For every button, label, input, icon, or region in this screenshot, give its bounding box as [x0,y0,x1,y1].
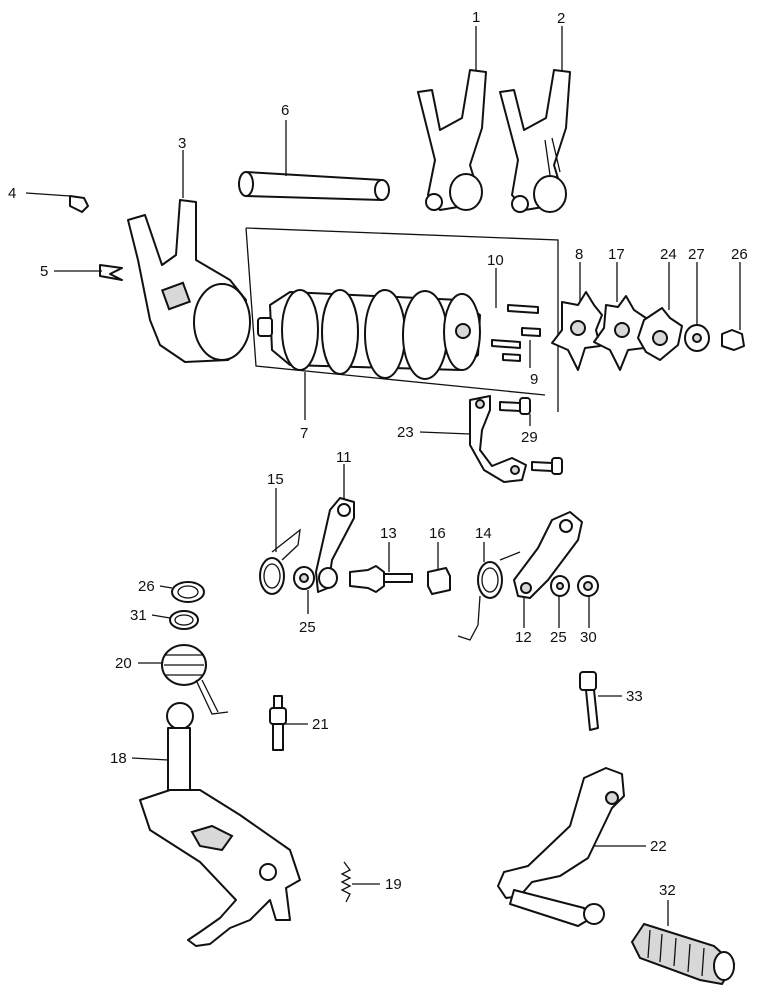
spring-19 [340,861,352,903]
washer-27 [684,324,710,352]
pins-9-10 [491,304,541,362]
callout-31: 31 [130,607,147,624]
shaft-6 [238,171,390,201]
callout-15: 15 [267,471,284,488]
callout-9: 9 [530,371,538,388]
callout-27: 27 [688,246,705,263]
pin-bolt-21 [269,695,287,751]
bolt-13 [349,565,413,593]
shift-fork-2 [499,69,571,213]
shift-spindle-18 [139,702,301,947]
callout-32: 32 [659,882,676,899]
star-plate-17 [593,295,647,371]
plate-24 [637,307,683,361]
callout-18: 18 [110,750,127,767]
callout-7: 7 [300,425,308,442]
spring-20 [161,644,229,715]
callout-6: 6 [281,102,289,119]
spring-15 [259,528,301,595]
callout-30: 30 [580,629,597,646]
callout-10: 10 [487,252,504,269]
callout-20: 20 [115,655,132,672]
clip-5 [99,264,123,281]
plate-12 [513,511,583,599]
nut-30 [577,575,599,597]
seal-26 [171,581,205,603]
callout-14: 14 [475,525,492,542]
callout-8: 8 [575,246,583,263]
callout-4: 4 [8,185,16,202]
bolt-33 [579,671,599,731]
shift-fork-3 [127,199,251,363]
star-plate-8 [551,291,603,371]
shift-fork-1 [417,69,487,211]
callout-29: 29 [521,429,538,446]
callout-13: 13 [380,525,397,542]
callout-5: 5 [40,263,48,280]
callout-21: 21 [312,716,329,733]
bolt-26 [721,329,745,351]
grip-rubber-32 [630,922,736,986]
callout-labels: 1 2 3 4 5 6 7 8 9 10 11 12 13 14 15 16 1… [8,9,748,899]
shift-drum-7 [245,227,559,412]
callout-16: 16 [429,525,446,542]
callout-24: 24 [660,246,677,263]
shift-pedal-22 [497,767,625,927]
washer-dark-left [318,567,338,589]
bolt-29-lower [531,457,563,475]
pin-4 [69,195,89,213]
callout-1: 1 [472,9,480,26]
callout-3: 3 [178,135,186,152]
callout-26-top: 26 [731,246,748,263]
callout-25-left: 25 [299,619,316,636]
callout-22: 22 [650,838,667,855]
callout-25-right: 25 [550,629,567,646]
washer-25-right [550,575,570,597]
callout-11: 11 [336,449,352,466]
callout-33: 33 [626,688,643,705]
callout-12: 12 [515,629,532,646]
callout-19: 19 [385,876,402,893]
callout-2: 2 [557,10,565,27]
collar-16 [427,567,451,595]
spring-14 [457,551,521,641]
leader-lines [25,26,741,926]
callout-17: 17 [608,246,625,263]
bracket-23 [469,395,527,483]
washer-25-left [293,566,315,590]
snap-ring-31 [169,610,199,630]
callout-23: 23 [397,424,414,441]
bolt-29-upper [499,397,531,415]
callout-26-left: 26 [138,578,155,595]
